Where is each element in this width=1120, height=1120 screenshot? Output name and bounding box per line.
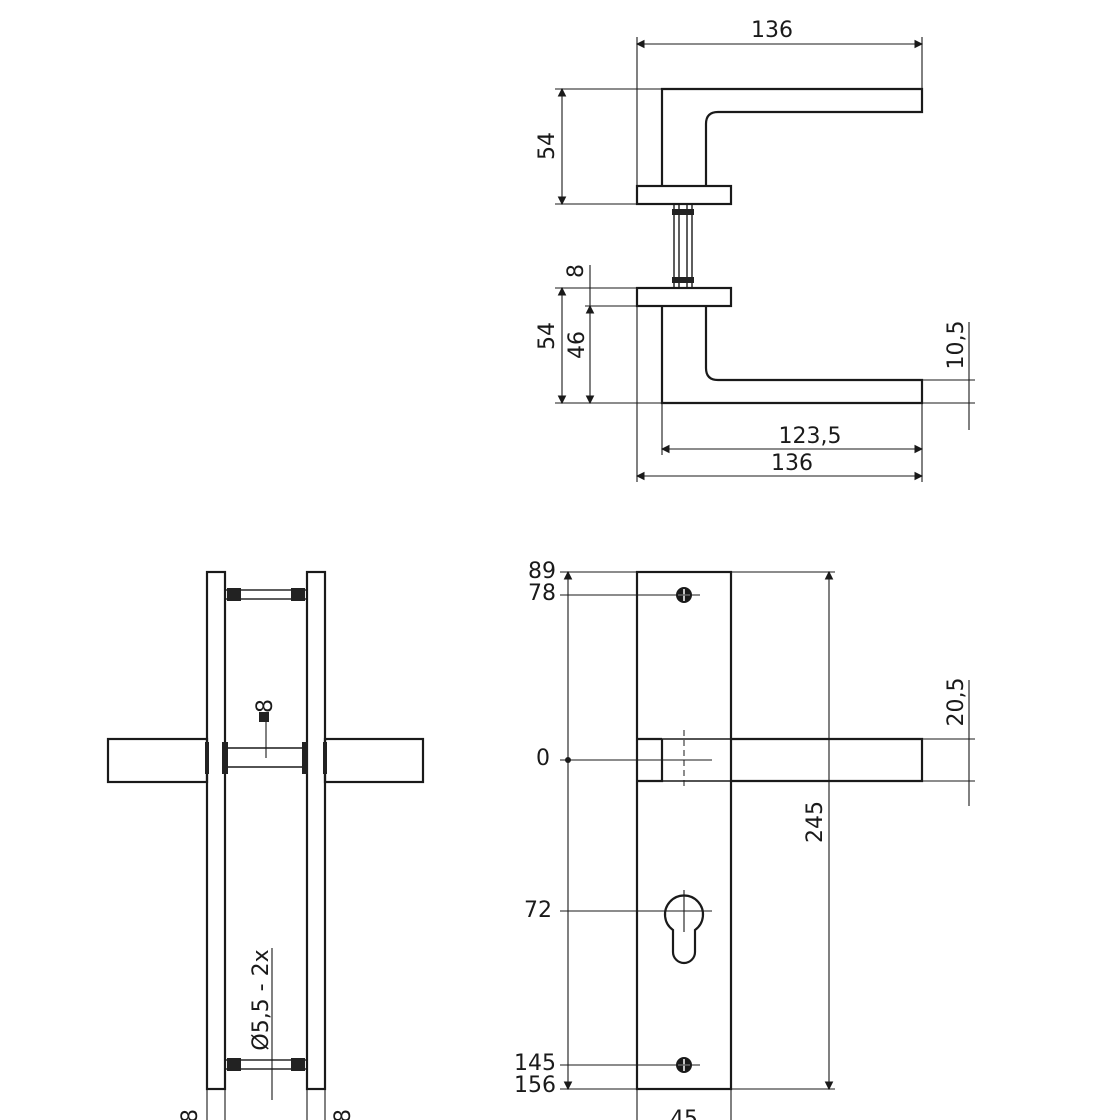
left-backplate [205,570,227,1091]
dim-top-screw: 78 [528,581,556,606]
dim-lever-width: 20,5 [944,678,969,727]
right-lever-end [323,737,425,784]
lower-lever [660,306,924,405]
spindle-size-label: 8 [253,699,278,713]
spindle [673,203,693,289]
dim-top-edge: 89 [528,559,556,584]
dim-bottom-edge: 156 [514,1073,556,1098]
dim-bottom-width: 136 [771,451,813,476]
dim-plate-width: 45 [670,1107,698,1120]
dim-grip-length: 123,5 [779,424,842,449]
dim-top-lever-height: 54 [535,132,560,160]
top-view: 136 54 8 54 46 10,5 123,5 136 [535,18,975,482]
bottom-bolt [224,1058,308,1071]
dim-cylinder-axis: 72 [524,898,552,923]
right-backplate [305,570,327,1091]
lower-rose [635,286,733,308]
dim-bottom-lever-height: 54 [535,322,560,350]
dim-right-plate-thickness: 8 [331,1109,356,1120]
dim-left-plate-thickness: 8 [178,1109,203,1120]
upper-lever [660,87,924,186]
front-view: 89 78 0 72 145 156 245 20,5 45 [514,559,975,1120]
cylinder-keyhole-icon [663,894,705,965]
bolt-hole-label: Ø5,5 - 2x [249,949,274,1050]
dim-bottom-screw: 145 [514,1051,556,1076]
upper-rose [635,184,733,206]
dim-top-width: 136 [751,18,793,43]
front-backplate [635,570,733,1091]
dim-grip-thickness: 10,5 [944,321,969,370]
dim-lever-reach: 46 [565,331,590,359]
dim-rose-thickness: 8 [564,264,589,278]
dim-spindle-axis: 0 [536,746,550,771]
dim-plate-length: 245 [803,801,828,843]
left-lever-end [106,737,209,784]
top-bolt [224,588,308,601]
side-view: 8 Ø5,5 - 2x 8 8 [106,570,425,1120]
